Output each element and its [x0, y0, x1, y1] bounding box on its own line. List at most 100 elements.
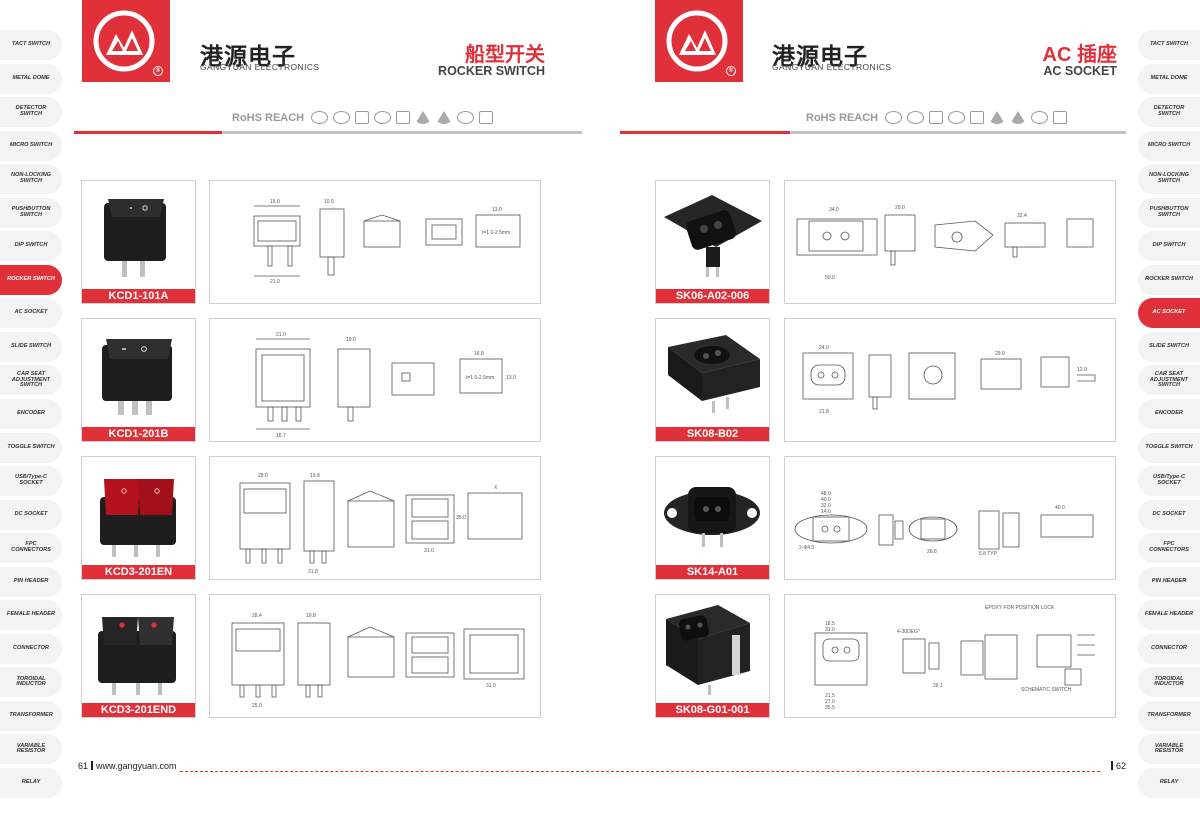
side-tab-dip-switch[interactable]: DIP SWITCH [0, 231, 62, 262]
side-tab-variable-resistor[interactable]: VARIABLE RESISTOR [0, 734, 62, 765]
side-tab-rocker-switch[interactable]: ROCKER SWITCH [0, 264, 62, 295]
side-tab-transformer[interactable]: TRANSFORMER [0, 700, 62, 731]
technical-drawing: 34.0 29.0 50.0 32.4 [796, 205, 1094, 281]
side-tab-variable-resistor[interactable]: VARIABLE RESISTOR [1138, 734, 1200, 765]
product-card-kcd1-201b[interactable]: KCD1-201B [81, 318, 196, 442]
cul-icon [374, 111, 392, 124]
cqc-icon [907, 111, 925, 124]
side-tab-pin-header[interactable]: PIN HEADER [1138, 566, 1200, 597]
product-card-kcd1-101a[interactable]: KCD1-101A [81, 180, 196, 304]
side-tab-car-seat-adjustment-switch[interactable]: CAR SEAT ADJUSTMENT SWITCH [0, 365, 62, 396]
header-rule-gray-right [790, 131, 1126, 134]
dim-label: 28.0 [258, 473, 268, 479]
product-model-label: KCD1-101A [82, 289, 195, 303]
hole-note: 2-Ф4.5 [799, 545, 814, 551]
dim-label: 26.1 [933, 683, 943, 689]
dim-label: 40.0 [821, 497, 831, 503]
dim-label: 29.0 [995, 351, 1005, 357]
side-tab-micro-switch[interactable]: MICRO SWITCH [1138, 130, 1200, 161]
side-tab-pin-header[interactable]: PIN HEADER [0, 566, 62, 597]
side-tab-micro-switch[interactable]: MICRO SWITCH [0, 130, 62, 161]
product-card-sk06-a02-006[interactable]: SK06-A02-006 [655, 180, 770, 304]
dim-label: 28.4 [252, 613, 262, 619]
technical-drawing: 21.0 19.0 15.7 16.8 13.0 t=1.0-2.5mm [255, 332, 516, 439]
side-tab-tact-switch[interactable]: TACT SWITCH [0, 30, 62, 60]
side-tab-detector-switch[interactable]: DETECTOR SWITCH [1138, 97, 1200, 128]
dim-label: 21.8 [308, 569, 318, 575]
side-tab-transformer[interactable]: TRANSFORMER [1138, 700, 1200, 731]
drawing-panel-kcd3-201en: 28.0 19.8 21.8 31.0 35.0 X [209, 456, 541, 580]
dim-label: 27.0 [825, 699, 835, 705]
side-tab-connector[interactable]: CONNECTOR [0, 633, 62, 664]
page-title-en: AC SOCKET [1043, 64, 1117, 78]
dim-label: 18.5 [825, 621, 835, 627]
tuv-icon [1010, 111, 1027, 124]
dim-label: 19.8 [306, 613, 316, 619]
side-tab-relay[interactable]: RELAY [0, 768, 62, 799]
vde-icon [989, 111, 1006, 124]
product-card-sk14-a01[interactable]: SK14-A01 [655, 456, 770, 580]
drawing-panel-kcd1-101a: 15.0 10.5 21.0 13.0 t=1.0-2.5mm [209, 180, 541, 304]
side-tab-pushbutton-switch[interactable]: PUSHBUTTON SWITCH [0, 197, 62, 228]
cul-icon [948, 111, 966, 124]
ccc-icon [885, 111, 903, 124]
vde-icon [415, 111, 432, 124]
side-tab-pushbutton-switch[interactable]: PUSHBUTTON SWITCH [1138, 197, 1200, 228]
page-title-cn: AC 插座 [1042, 44, 1117, 66]
side-tab-connector[interactable]: CONNECTOR [1138, 633, 1200, 664]
dim-label: 31.0 [424, 548, 434, 554]
dim-label: 21.8 [819, 409, 829, 415]
side-tab-usb-type-c-socket[interactable]: USB/Type-C SOCKET [0, 466, 62, 497]
side-tab-tact-switch[interactable]: TACT SWITCH [1138, 30, 1200, 60]
side-tab-metal-dome[interactable]: METAL DOME [0, 63, 62, 94]
side-tab-detector-switch[interactable]: DETECTOR SWITCH [0, 97, 62, 128]
side-tab-ac-socket[interactable]: AC SOCKET [1138, 298, 1200, 329]
website-link[interactable]: www.gangyuan.com [96, 761, 177, 771]
side-tab-non-locking-switch[interactable]: NON-LOCKING SWITCH [0, 164, 62, 195]
side-tab-toggle-switch[interactable]: TOGGLE SWITCH [0, 432, 62, 463]
side-tab-toroidal-inductor[interactable]: TOROIDAL INDUCTOR [1138, 667, 1200, 698]
side-tab-ac-socket[interactable]: AC SOCKET [0, 298, 62, 329]
side-tab-dip-switch[interactable]: DIP SWITCH [1138, 231, 1200, 262]
side-tab-female-header[interactable]: FEMALE HEADER [0, 600, 62, 631]
side-tab-dc-socket[interactable]: DC SOCKET [0, 499, 62, 530]
side-tab-toggle-switch[interactable]: TOGGLE SWITCH [1138, 432, 1200, 463]
side-tab-fpc-connectors[interactable]: FPC CONNECTORS [0, 533, 62, 564]
dim-label: 48.0 [821, 491, 831, 497]
side-tab-usb-type-c-socket[interactable]: USB/Type-C SOCKET [1138, 466, 1200, 497]
side-tab-metal-dome[interactable]: METAL DOME [1138, 63, 1200, 94]
page-number: 62 [1116, 761, 1127, 771]
side-tab-encoder[interactable]: ENCODER [1138, 399, 1200, 430]
ul-icon [929, 111, 944, 124]
dim-label: 50.0 [825, 275, 835, 281]
side-tab-fpc-connectors[interactable]: FPC CONNECTORS [1138, 533, 1200, 564]
product-card-sk08-g01-001[interactable]: SK08-G01-001 [655, 594, 770, 718]
side-tab-encoder[interactable]: ENCODER [0, 399, 62, 430]
side-tab-slide-switch[interactable]: SLIDE SWITCH [1138, 331, 1200, 362]
tuv-icon [436, 111, 453, 124]
side-tab-toroidal-inductor[interactable]: TOROIDAL INDUCTOR [0, 667, 62, 698]
header-rule-red-left [74, 131, 222, 134]
dim-label: 10.5 [324, 199, 334, 205]
semko-icon [1031, 111, 1049, 124]
side-tab-slide-switch[interactable]: SLIDE SWITCH [0, 331, 62, 362]
side-tab-relay[interactable]: RELAY [1138, 768, 1200, 799]
brand-name-en: GANGYUAN ELECTRONICS [200, 62, 320, 72]
side-tab-rocker-switch[interactable]: ROCKER SWITCH [1138, 264, 1200, 295]
dim-label: 26.8 [927, 549, 937, 555]
dim-label: 32.0 [821, 503, 831, 509]
side-tab-female-header[interactable]: FEMALE HEADER [1138, 600, 1200, 631]
kc-icon [479, 111, 494, 124]
side-tab-car-seat-adjustment-switch[interactable]: CAR SEAT ADJUSTMENT SWITCH [1138, 365, 1200, 396]
semko-icon [457, 111, 475, 124]
product-card-sk08-b02[interactable]: SK08-B02 [655, 318, 770, 442]
product-card-kcd3-201en[interactable]: KCD3-201EN [81, 456, 196, 580]
side-tab-non-locking-switch[interactable]: NON-LOCKING SWITCH [1138, 164, 1200, 195]
product-card-kcd3-201end[interactable]: KCD3-201END [81, 594, 196, 718]
product-model-label: KCD3-201EN [82, 565, 195, 579]
side-tab-dc-socket[interactable]: DC SOCKET [1138, 499, 1200, 530]
registered-mark: ® [726, 66, 736, 76]
